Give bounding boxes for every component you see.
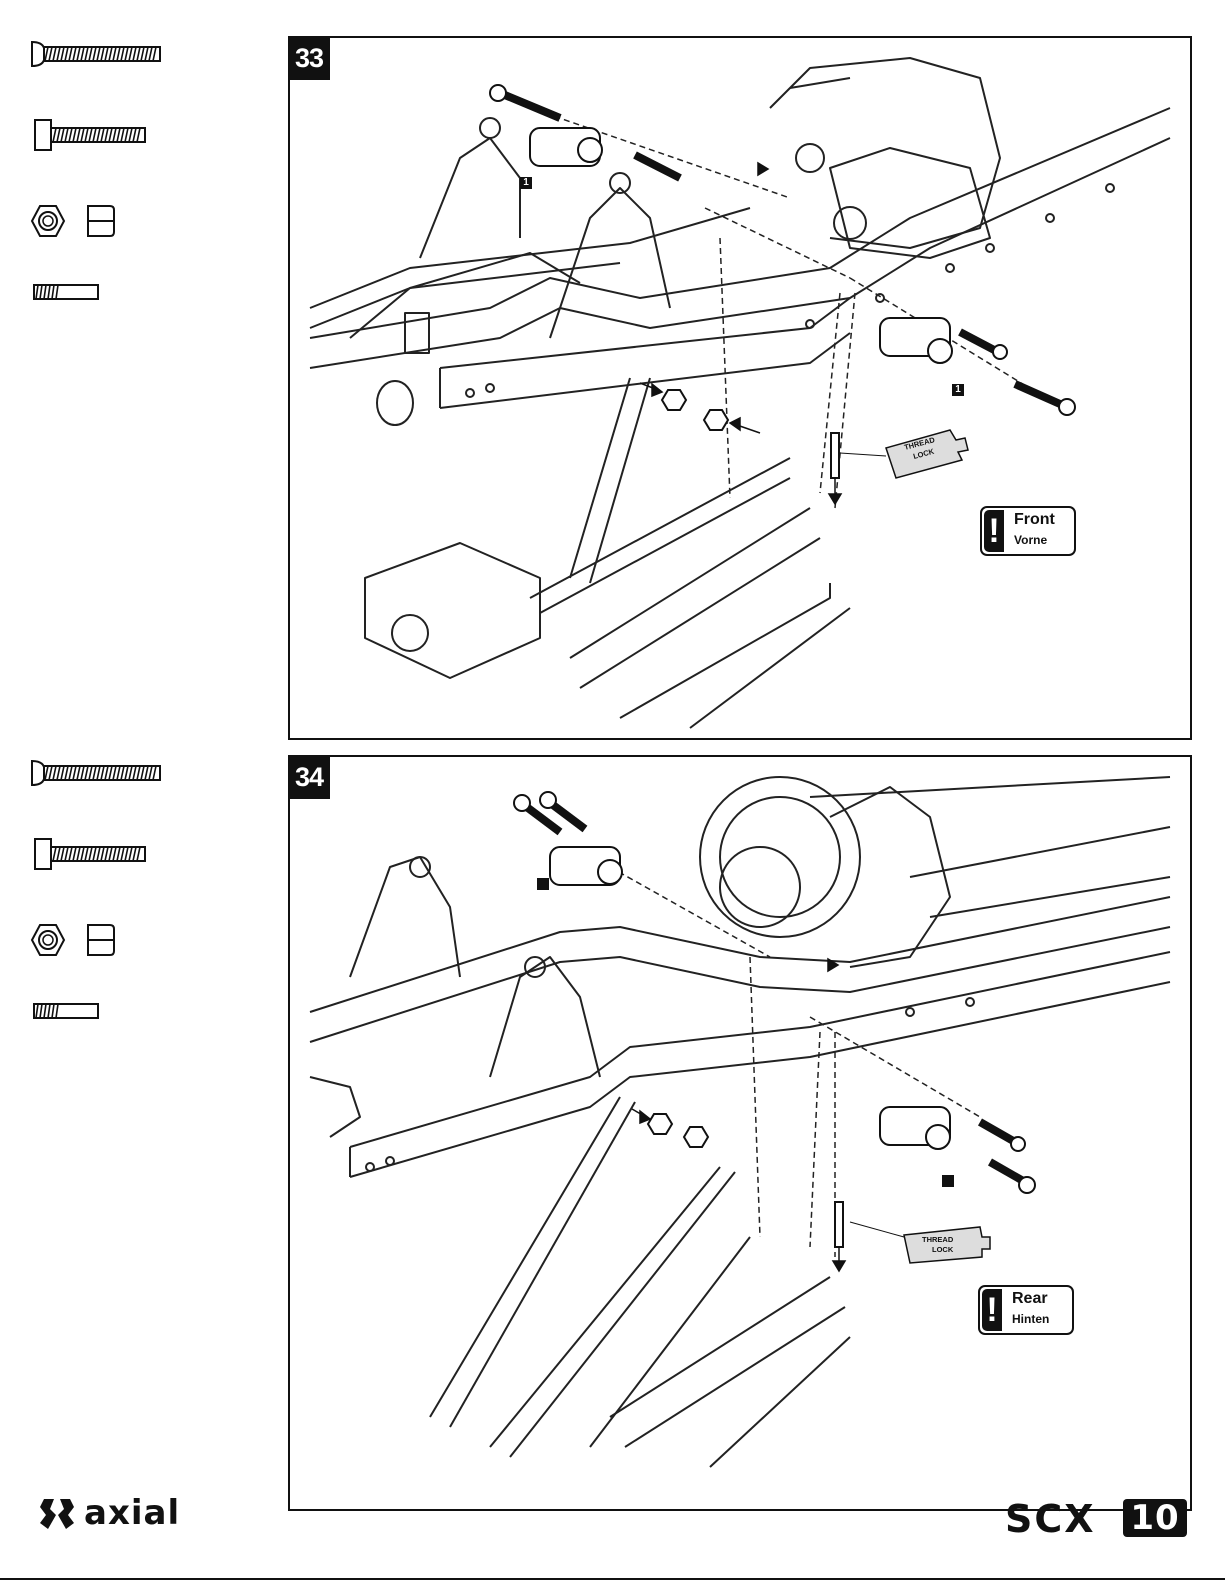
thread-lock-label-1: THREAD: [922, 1235, 954, 1244]
step-panel-34: THREAD LOCK 34 ! Rear Hinten: [288, 755, 1192, 1511]
warning-icon: !: [982, 1289, 1002, 1331]
thread-lock-label-2: LOCK: [932, 1245, 954, 1254]
page-bottom-rule: [0, 1578, 1225, 1580]
thread-lock-tube-icon: [840, 430, 968, 478]
note-secondary: Hinten: [1012, 1312, 1049, 1326]
lock-nut-icon: [30, 203, 120, 239]
model-logo: SCX 10: [1005, 1497, 1190, 1541]
axial-logo-icon: [36, 1493, 78, 1535]
front-note-badge: ! Front Vorne: [980, 506, 1076, 556]
model-number: 10: [1123, 1499, 1187, 1537]
brand-name: axial: [84, 1493, 180, 1533]
note-secondary: Vorne: [1014, 533, 1047, 547]
callout-marker: 1: [952, 384, 964, 396]
set-screw-icon: [30, 1001, 102, 1021]
rear-note-badge: ! Rear Hinten: [978, 1285, 1074, 1335]
model-prefix: SCX: [1005, 1497, 1096, 1541]
thread-lock-tube-icon: [850, 1222, 990, 1263]
cap-head-screw-icon: [30, 837, 148, 871]
button-head-screw-icon: [30, 38, 162, 70]
note-primary: Rear: [1012, 1290, 1048, 1308]
brand-logo: axial: [36, 1493, 216, 1543]
callout-marker: 1: [520, 177, 532, 189]
step-panel-33: THREAD LOCK 33 1 1 ! Front Vorne: [288, 36, 1192, 740]
warning-icon: !: [984, 510, 1004, 552]
assembly-illustration-front: THREAD LOCK: [290, 38, 1190, 738]
set-screw-icon: [30, 282, 102, 302]
assembly-illustration-rear: THREAD LOCK: [290, 757, 1190, 1509]
lock-nut-icon: [30, 922, 120, 958]
step-number: 33: [288, 36, 330, 80]
cap-head-screw-icon: [30, 118, 148, 152]
note-primary: Front: [1014, 511, 1055, 529]
callout-marker: [537, 878, 549, 890]
button-head-screw-icon: [30, 757, 162, 789]
callout-marker: [942, 1175, 954, 1187]
step-number: 34: [288, 755, 330, 799]
